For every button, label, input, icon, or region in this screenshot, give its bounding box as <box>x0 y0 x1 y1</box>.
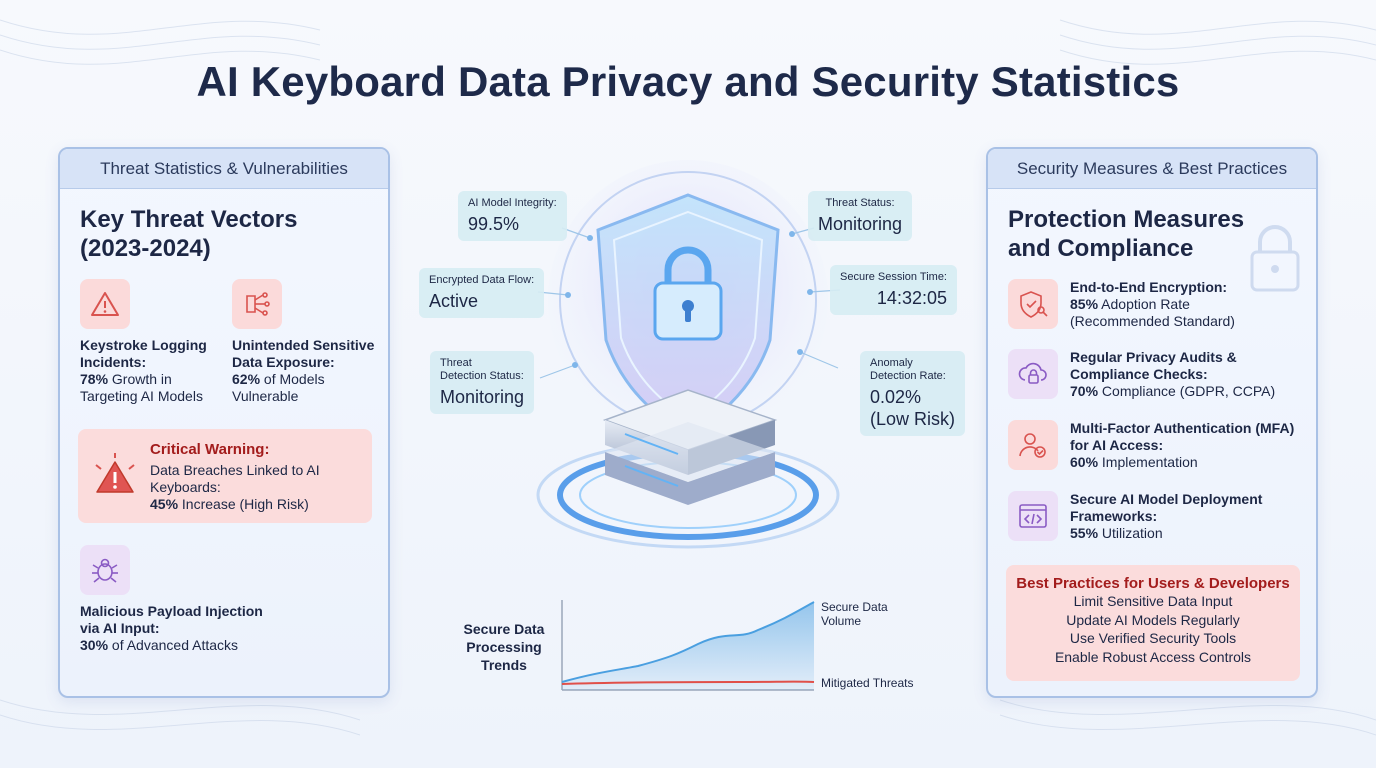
security-measures-panel: Security Measures & Best Practices Prote… <box>986 147 1318 698</box>
panel-header: Security Measures & Best Practices <box>988 149 1316 189</box>
alert-triangle-icon <box>95 453 135 493</box>
sensitive-data-exposure-stat: Unintended Sensitive Data Exposure: 62% … <box>232 337 375 404</box>
warning-title: Critical Warning: <box>150 441 270 458</box>
best-practice-item: Use Verified Security Tools <box>1069 630 1237 646</box>
code-window-icon <box>1008 491 1058 541</box>
secure-data-volume-line <box>561 601 815 683</box>
threat-detection-status-chip: Threat Detection Status: Monitoring <box>430 351 535 414</box>
critical-warning-box: Critical Warning: Data Breaches Linked t… <box>78 429 372 523</box>
privacy-audits-item: Regular Privacy Audits & Compliance Chec… <box>1008 349 1308 401</box>
panel-header: Threat Statistics & Vulnerabilities <box>60 149 388 189</box>
security-hologram-illustration <box>536 160 841 549</box>
trend-chart <box>561 600 815 691</box>
best-practice-item: Update AI Models Regularly <box>1066 611 1240 628</box>
cloud-lock-icon <box>1008 349 1058 399</box>
end-to-end-encryption-item: End-to-End Encryption: 85% Adoption Rate… <box>1008 279 1308 331</box>
best-practice-item: Limit Sensitive Data Input <box>1073 593 1233 609</box>
mfa-item: Multi-Factor Authentication (MFA) for AI… <box>1008 420 1308 472</box>
mfa-text: Multi-Factor Authentication (MFA) for AI… <box>1070 420 1295 470</box>
secure-session-time-chip: Secure Session Time: 14:32:05 <box>830 265 957 315</box>
malicious-payload-stat: Malicious Payload Injection via AI Input… <box>80 603 263 653</box>
trend-chart-label: Secure Data Processing Trends <box>463 621 545 673</box>
best-practice-item: Enable Robust Access Controls <box>1054 648 1252 665</box>
panel-title: Key Threat Vectors(2023-2024) <box>80 206 298 262</box>
bug-icon <box>80 545 130 595</box>
threat-statistics-panel: Threat Statistics & Vulnerabilities Key … <box>58 147 390 698</box>
warning-triangle-icon <box>80 279 130 329</box>
threat-status-chip: Threat Status: Monitoring <box>808 191 913 241</box>
encrypted-data-flow-chip: Encrypted Data Flow: Active <box>419 268 545 318</box>
mitigated-threats-line <box>561 680 815 685</box>
secure-deployment-text: Secure AI Model Deployment Frameworks: 5… <box>1070 491 1263 541</box>
privacy-audits-text: Regular Privacy Audits & Compliance Chec… <box>1070 349 1276 399</box>
secure-data-volume-area <box>562 602 814 690</box>
page-title: AI Keyboard Data Privacy and Security St… <box>196 58 1180 105</box>
padlock-watermark-icon <box>1250 225 1300 292</box>
end-to-end-encryption-text: End-to-End Encryption: 85% Adoption Rate… <box>1070 279 1235 329</box>
ai-model-integrity-chip: AI Model Integrity: 99.5% <box>458 191 567 241</box>
network-nodes-icon <box>232 279 282 329</box>
legend-mitigated-threats: Mitigated Threats <box>821 676 914 690</box>
user-check-icon <box>1008 420 1058 470</box>
best-practices-title: Best Practices for Users & Developers <box>1016 575 1290 592</box>
anomaly-detection-rate-chip: Anomaly Detection Rate: 0.02% (Low Risk) <box>860 351 966 436</box>
warning-body: Data Breaches Linked to AI Keyboards: 45… <box>150 462 320 512</box>
secure-deployment-item: Secure AI Model Deployment Frameworks: 5… <box>1008 491 1308 543</box>
keystroke-logging-stat: Keystroke Logging Incidents: 78% Growth … <box>80 337 207 404</box>
central-visual: AI Model Integrity: 99.5% Threat Status:… <box>400 150 980 710</box>
shield-key-icon <box>1008 279 1058 329</box>
best-practices-box: Best Practices for Users & Developers Li… <box>1006 565 1300 681</box>
